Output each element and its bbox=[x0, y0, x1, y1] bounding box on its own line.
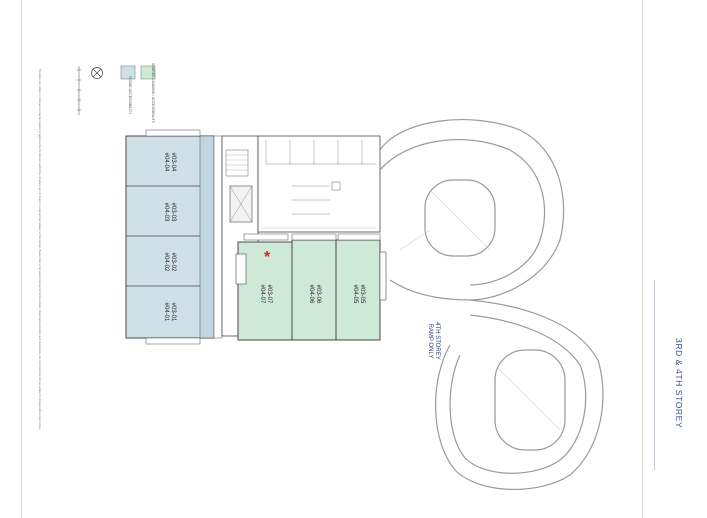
legend-label-shared: SHARED LOADING / ACCESSIBILITY bbox=[151, 63, 155, 124]
unit-label-03-03: #03-03 #04-03 bbox=[162, 192, 176, 232]
disclaimer-notes: The plans are subject to changes as may … bbox=[38, 69, 41, 430]
unit-03-05-line1: #03-05 bbox=[359, 284, 365, 304]
upper-ramp bbox=[379, 119, 565, 301]
unit-03-01-line1: #03-01 bbox=[170, 302, 176, 322]
sheet-left-edge bbox=[21, 0, 22, 518]
unit-label-03-02: #03-02 #04-02 bbox=[162, 242, 176, 282]
unit-03-04-line1: #03-04 bbox=[170, 152, 176, 172]
legend-swatch-shared bbox=[140, 65, 156, 80]
blue-units-block bbox=[125, 129, 223, 345]
legend-swatch-clear bbox=[120, 65, 136, 80]
legend-label-clear: CLEAR ACCESSIBILITY bbox=[128, 76, 132, 115]
unit-label-03-04: #03-04 #04-04 bbox=[162, 142, 176, 182]
ramp-note-line2: RAMP ONLY bbox=[427, 323, 433, 359]
unit-03-03-line1: #03-03 bbox=[170, 202, 176, 222]
unit-03-02-line1: #03-02 bbox=[170, 252, 176, 272]
unit-03-04-line2: #04-04 bbox=[163, 152, 169, 172]
unit-03-03-line2: #04-03 bbox=[163, 202, 169, 222]
unit-03-01-line2: #04-01 bbox=[163, 302, 169, 322]
ramp-note: 4TH STOREY RAMP ONLY bbox=[426, 316, 440, 366]
unit-label-03-06: #03-06 #04-06 bbox=[307, 274, 321, 314]
lower-ramp bbox=[435, 299, 604, 490]
selected-unit-marker: * bbox=[264, 249, 271, 266]
green-units-block bbox=[235, 233, 387, 341]
unit-03-05-line2: #04-05 bbox=[352, 284, 358, 304]
unit-03-06-line2: #04-06 bbox=[308, 284, 314, 304]
parking-deck bbox=[257, 135, 381, 233]
unit-label-03-01: #03-01 #04-01 bbox=[162, 292, 176, 332]
unit-03-06-line1: #03-06 bbox=[315, 284, 321, 304]
unit-03-07-line1: #03-07 bbox=[266, 284, 272, 304]
unit-03-07-line2: #04-07 bbox=[259, 284, 265, 304]
sheet-right-edge bbox=[642, 0, 643, 518]
unit-label-03-07: #03-07 #04-07 bbox=[258, 274, 272, 314]
unit-label-03-05: #03-05 #04-05 bbox=[351, 274, 365, 314]
title-rule bbox=[654, 280, 655, 470]
compass-icon bbox=[91, 67, 103, 79]
page-title: 3RD & 4TH STOREY bbox=[674, 338, 684, 429]
unit-03-02-line2: #04-02 bbox=[163, 252, 169, 272]
ramp-note-line1: 4TH STOREY bbox=[434, 322, 440, 360]
scale-bar bbox=[77, 66, 81, 115]
